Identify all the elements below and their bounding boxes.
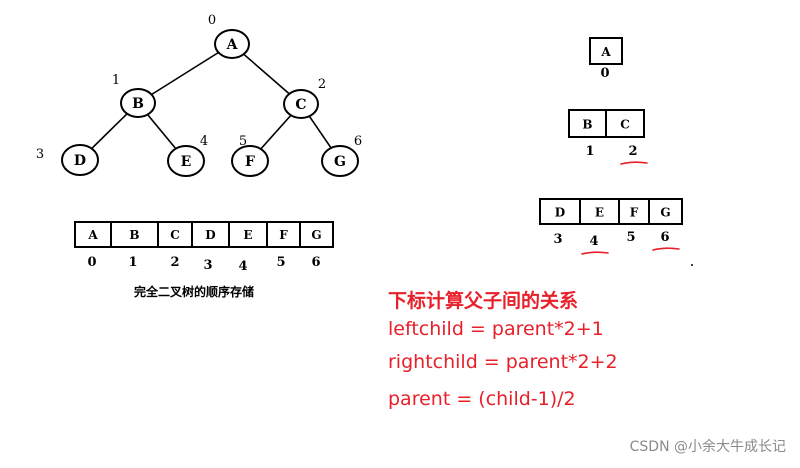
full-array-index: 5 [276, 255, 285, 270]
full-array-cell: D [205, 228, 215, 242]
level-array-frame [589, 37, 623, 65]
level-array-index: 5 [626, 230, 635, 245]
tree-node-label: E [181, 154, 192, 170]
array-caption: 完全二叉树的顺序存储 [134, 285, 255, 299]
formula-parent: parent = (child-1)/2 [388, 388, 576, 410]
level-array-cell: D [555, 206, 565, 220]
level-array-index: 4 [589, 234, 598, 249]
formula-rightchild: rightchild = parent*2+2 [388, 351, 618, 373]
formula-leftchild: leftchild = parent*2+1 [388, 318, 604, 340]
full-array: A B C D E F G 0 1 2 3 4 5 6 [74, 221, 334, 274]
level-array-index: 3 [553, 232, 562, 247]
level-array-cell: E [595, 206, 604, 220]
tree-node-index: 0 [208, 13, 216, 28]
full-array-cell: A [87, 228, 98, 242]
full-array-cell: F [279, 228, 288, 242]
level-array-index: 0 [600, 66, 609, 81]
index-underline-mark [581, 251, 609, 255]
full-array-cell: B [129, 228, 139, 242]
tree-node-f [231, 145, 269, 177]
level-array-cell: B [582, 118, 592, 132]
tree-node-index: 6 [354, 134, 362, 149]
level-array-index: 6 [660, 230, 669, 245]
level-arrays: A 0B C 1 2D E F G 3 4 5 6 [539, 37, 693, 266]
tree-node-label: G [334, 154, 346, 170]
full-array-index: 4 [238, 259, 247, 274]
tree-node-label: B [132, 96, 144, 112]
tree-node-label: A [226, 37, 239, 53]
tree-node-index: 1 [112, 73, 120, 88]
tree-node-c [283, 89, 319, 119]
tree-node-index: 5 [239, 134, 247, 149]
tree-node-a [214, 29, 250, 59]
level-array-index: 2 [628, 144, 637, 159]
full-array-cell: G [311, 228, 321, 242]
level-array-cell: G [660, 206, 670, 220]
tree-node-label: C [295, 97, 306, 113]
level-array-cell: A [600, 45, 611, 59]
full-array-index: 1 [128, 255, 137, 270]
level-array-cell: C [620, 118, 630, 132]
watermark: CSDN @小余大牛成长记 [629, 439, 786, 455]
full-array-frame [74, 221, 334, 248]
tree-node-index: 3 [36, 147, 44, 162]
index-underline-mark [620, 161, 648, 165]
full-array-index: 0 [87, 255, 96, 270]
full-array-index: 2 [170, 255, 179, 270]
formula-title: 下标计算父子间的关系 [388, 290, 579, 312]
full-array-cell: E [243, 228, 252, 242]
level-array-frame [539, 198, 683, 225]
tree-node-e [167, 145, 205, 177]
full-array-cell: C [170, 228, 180, 242]
level-array-index: 1 [585, 144, 594, 159]
index-underline-mark [652, 247, 680, 251]
tree-node-d [61, 144, 99, 176]
full-array-index: 6 [311, 255, 320, 270]
tree-node-index: 4 [200, 134, 208, 149]
full-array-index: 3 [203, 258, 212, 273]
tree-edge-a-b [137, 43, 233, 104]
tree-node-g [321, 145, 359, 177]
level-array-cell: F [630, 206, 639, 220]
tree-node-index: 2 [318, 77, 326, 92]
stray-dot [691, 264, 693, 266]
tree-node-label: F [245, 154, 255, 170]
tree-node-label: D [74, 153, 86, 169]
tree-node-b [120, 88, 156, 118]
